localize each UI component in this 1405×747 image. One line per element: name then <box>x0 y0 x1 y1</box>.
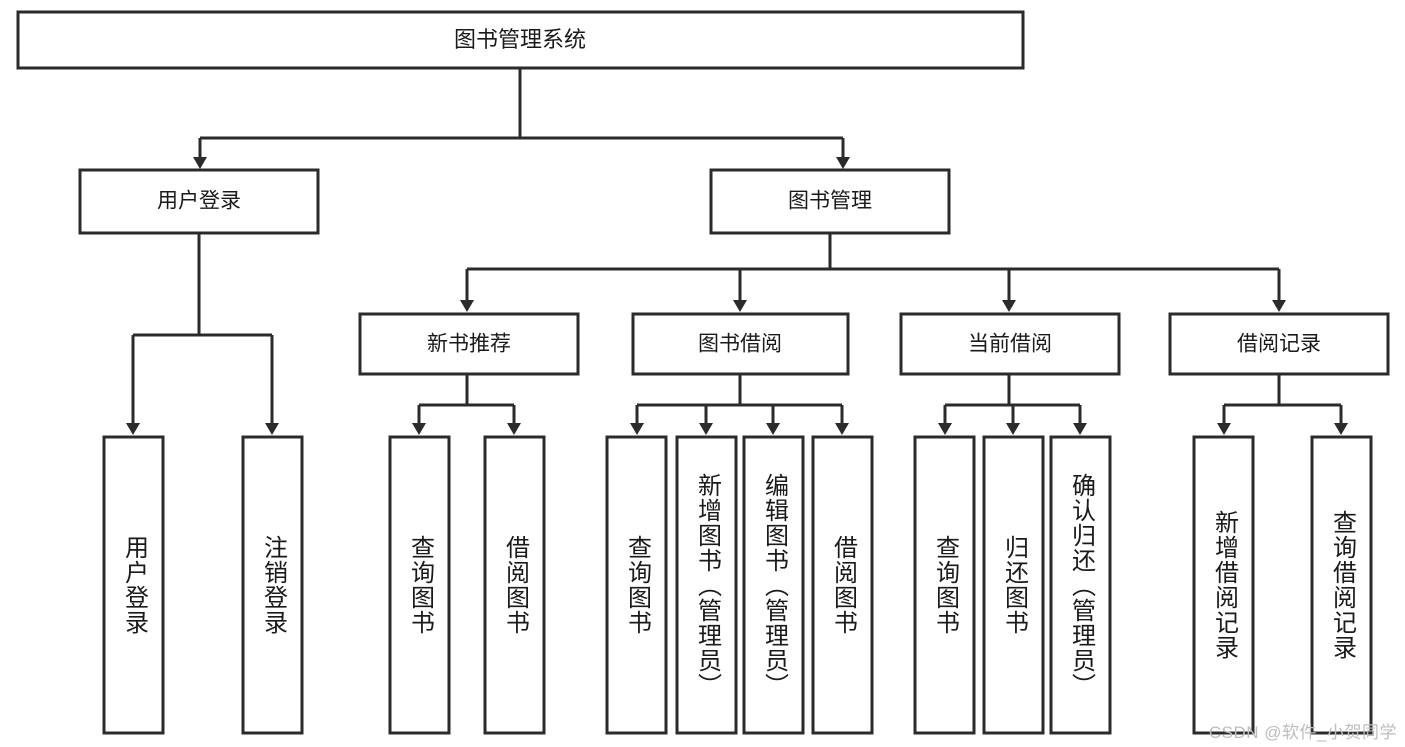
node-root[interactable] <box>16 10 1025 70</box>
connector-root-to-level2 <box>193 68 850 169</box>
node-book-borrow[interactable] <box>631 312 850 376</box>
leaf-box-bookborrow-borrow[interactable] <box>811 435 874 735</box>
node-current-borrow-label: 当前借阅 <box>968 333 1052 356</box>
node-borrow-record-label: 借阅记录 <box>1237 333 1321 356</box>
connector-newbook-to-leaves <box>412 374 521 435</box>
leaf-box-newbook-query[interactable] <box>388 435 451 735</box>
leaf-box-bookborrow-query[interactable] <box>605 435 668 735</box>
node-borrow-record[interactable] <box>1168 312 1390 376</box>
leaf-box-user-login-logout[interactable] <box>241 435 304 735</box>
leaf-box-currentborrow-query[interactable] <box>913 435 976 735</box>
node-book-management-label: 图书管理 <box>788 190 872 213</box>
leaf-box-bookborrow-add[interactable] <box>675 435 738 735</box>
node-book-management[interactable] <box>709 168 951 235</box>
node-new-book-recommend[interactable] <box>358 312 580 376</box>
node-user-login[interactable] <box>78 168 320 235</box>
leaf-box-newbook-borrow[interactable] <box>483 435 546 735</box>
node-current-borrow[interactable] <box>899 312 1121 376</box>
leaf-box-user-login-login[interactable] <box>102 435 165 735</box>
connector-bookborrow-to-leaves <box>630 374 849 435</box>
leaf-box-borrowrecord-add[interactable] <box>1192 435 1255 735</box>
leaf-box-currentborrow-confirm[interactable] <box>1049 435 1112 735</box>
node-user-login-label: 用户登录 <box>157 190 241 213</box>
node-book-borrow-label: 图书借阅 <box>698 333 782 356</box>
connector-currentborrow-to-leaves <box>938 374 1087 435</box>
connector-borrowrecord-to-leaves <box>1217 374 1348 435</box>
node-root-label: 图书管理系统 <box>454 27 586 52</box>
node-new-book-recommend-label: 新书推荐 <box>427 333 511 356</box>
connector-bookmgmt-to-level3 <box>460 233 1286 312</box>
leaf-box-bookborrow-edit[interactable] <box>742 435 805 735</box>
connector-userlogin-to-leaves <box>126 233 279 435</box>
watermark-text: CSDN @软件_小贺同学 <box>1208 723 1397 742</box>
leaf-box-borrowrecord-query[interactable] <box>1310 435 1373 735</box>
leaf-box-currentborrow-return[interactable] <box>982 435 1045 735</box>
